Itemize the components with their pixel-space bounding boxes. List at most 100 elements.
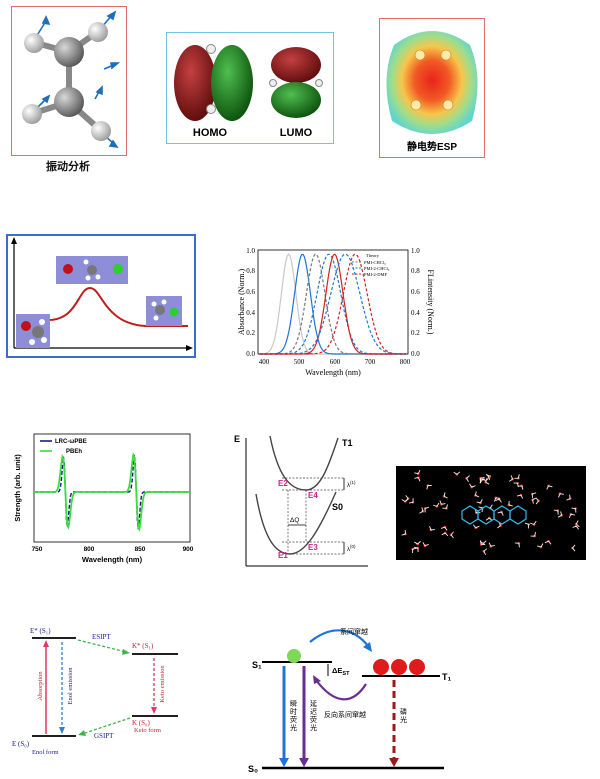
vibration-panel [11,6,127,156]
tadf-isc-label: 系间窜越 [340,627,368,636]
water-molecule [545,540,551,544]
esipt-label-excited-keto: K* (S₁) [132,642,154,650]
str-xlabel: Wavelength (nm) [82,555,143,564]
abs-xtick-500: 500 [294,358,305,366]
water-molecule [509,475,514,481]
potential-energy-diagram: E T1 S0 ΔQ E2 E4 E3 E1 λ(1) λ(0) [228,428,370,570]
s0-label: S0 [332,502,343,512]
tadf-prompt-label: 瞬时荧光 [290,700,297,732]
water-molecule [530,521,536,526]
water-molecule [489,543,495,548]
esipt-diagram: E* (S₁) K* (S₁) K (S₀) E (S₀) ESIPT GSIP… [4,624,214,760]
lumo-red-lobe [271,47,321,83]
svg-text:λ(0): λ(0) [347,544,356,553]
pes-e3: E3 [308,543,318,552]
abs-ytick-0: 0.0 [246,350,255,358]
water-molecule [402,530,407,535]
tadf-risc-arrow [316,680,366,699]
water-molecule [517,494,523,499]
water-molecule [454,472,460,476]
t1-label: T1 [342,438,353,448]
strength-chart-svg: 750 800 850 900 Wavelength (nm) Strength… [8,430,196,566]
str-legend-lrc: LRC-ωPBE [55,439,87,445]
tadf-figure: 系间窜越 反向系间窜越 ΔEST S₁ T₁ S₀ 瞬时荧光 延迟荧光 磷光 [244,620,460,774]
esipt-label-keto-form: Keto form [134,727,161,734]
abs-xtick-700: 700 [365,358,376,366]
vibration-caption: 振动分析 [11,158,125,174]
abs-rtick-3: 0.6 [411,288,420,296]
abs-xlabel: Wavelength (nm) [305,368,361,377]
water-molecule [498,511,504,516]
water-molecule [547,485,553,490]
tadf-s1-label: S₁ [252,660,262,670]
water-molecule [572,507,577,512]
abs-rtick-0: 0.0 [411,350,420,358]
tadf-triplet-exciton-1 [373,659,389,675]
tadf-delayed-label: 延迟荧光 [310,699,317,732]
str-xtick-750: 750 [32,546,43,553]
water-molecule [402,499,408,503]
water-molecule [442,532,448,536]
pes-dq: ΔQ [290,517,299,524]
water-molecule [482,549,486,555]
absorption-fluorescence-chart: 0.0 0.2 0.4 0.6 0.8 1.0 0.0 0.2 0.4 0.6 … [238,236,434,384]
esp-surface [386,31,477,134]
homo-green-lobe [211,45,253,121]
orbital-figure: HOMO LUMO [167,33,333,143]
abs-xtick-600: 600 [330,358,341,366]
solvation-snapshot [396,466,586,560]
esipt-label-ground-keto: K (S₀) [132,719,150,727]
water-molecule [477,499,483,504]
abs-ytick-2: 0.4 [246,309,255,317]
water-molecule [531,498,536,504]
water-molecule [409,498,414,503]
water-molecule [514,474,519,479]
water-molecule [531,493,536,498]
water-molecule [433,503,439,508]
water-molecule [554,509,559,514]
water-molecule [442,504,447,509]
water-molecule [473,525,479,529]
water-molecule [443,492,448,498]
abs-rtick-2: 0.4 [411,309,420,317]
water-molecule [474,491,479,497]
esipt-figure: E* (S₁) K* (S₁) K (S₀) E (S₀) ESIPT GSIP… [4,624,214,760]
abs-rtick-5: 1.0 [411,247,420,255]
homo-label: HOMO [193,127,228,139]
water-molecule [525,523,530,528]
solute-molecule [462,506,526,524]
abs-legend-pmi-chcl3: PMI-CHCl₃ [364,260,386,265]
solvation-figure [396,466,586,560]
water-molecule [450,532,454,538]
water-molecule [469,484,475,489]
esipt-label-esipt: ESIPT [92,633,111,641]
abs-ytick-5: 1.0 [246,247,255,255]
absorption-chart-svg: 0.0 0.2 0.4 0.6 0.8 1.0 0.0 0.2 0.4 0.6 … [238,236,434,384]
pes-e2: E2 [278,479,288,488]
water-molecule [441,526,447,531]
tadf-singlet-exciton [287,649,301,663]
esipt-label-keto-emission: Keto emission [159,665,166,703]
esipt-label-excited-enol: E* (S₁) [30,627,51,635]
abs-legend-pmi2-chcl3: PMI-2-CHCl₃ [364,266,390,271]
water-molecule [414,470,420,475]
esipt-label-ground-enol: E (S₀) [12,740,30,748]
str-xtick-900: 900 [183,546,194,553]
water-molecule [414,541,420,545]
tadf-phosphorescence-label: 磷光 [400,707,407,724]
abs-rtick-4: 0.8 [411,267,420,275]
water-molecule [484,478,489,484]
water-molecule [558,511,563,517]
esipt-label-enol-emission: Enol emission [67,667,74,705]
str-ylabel: Strength (arb. unit) [13,454,22,522]
water-molecule [531,532,536,537]
pes-lambda-top-sup: (1) [350,480,356,485]
esipt-label-absorption: Absorption [37,671,44,701]
tadf-delta-est-sub: ST [342,671,350,677]
abs-ytick-3: 0.6 [246,288,255,296]
water-molecule [465,476,469,482]
abs-legend-pmi2-dmf: PMI-2-DMF [364,272,388,277]
abs-ylabel-left: Absorbance (Norm.) [238,269,246,336]
esipt-label-gsipt: GSIPT [94,732,114,740]
reaction-path-panel [6,234,196,358]
